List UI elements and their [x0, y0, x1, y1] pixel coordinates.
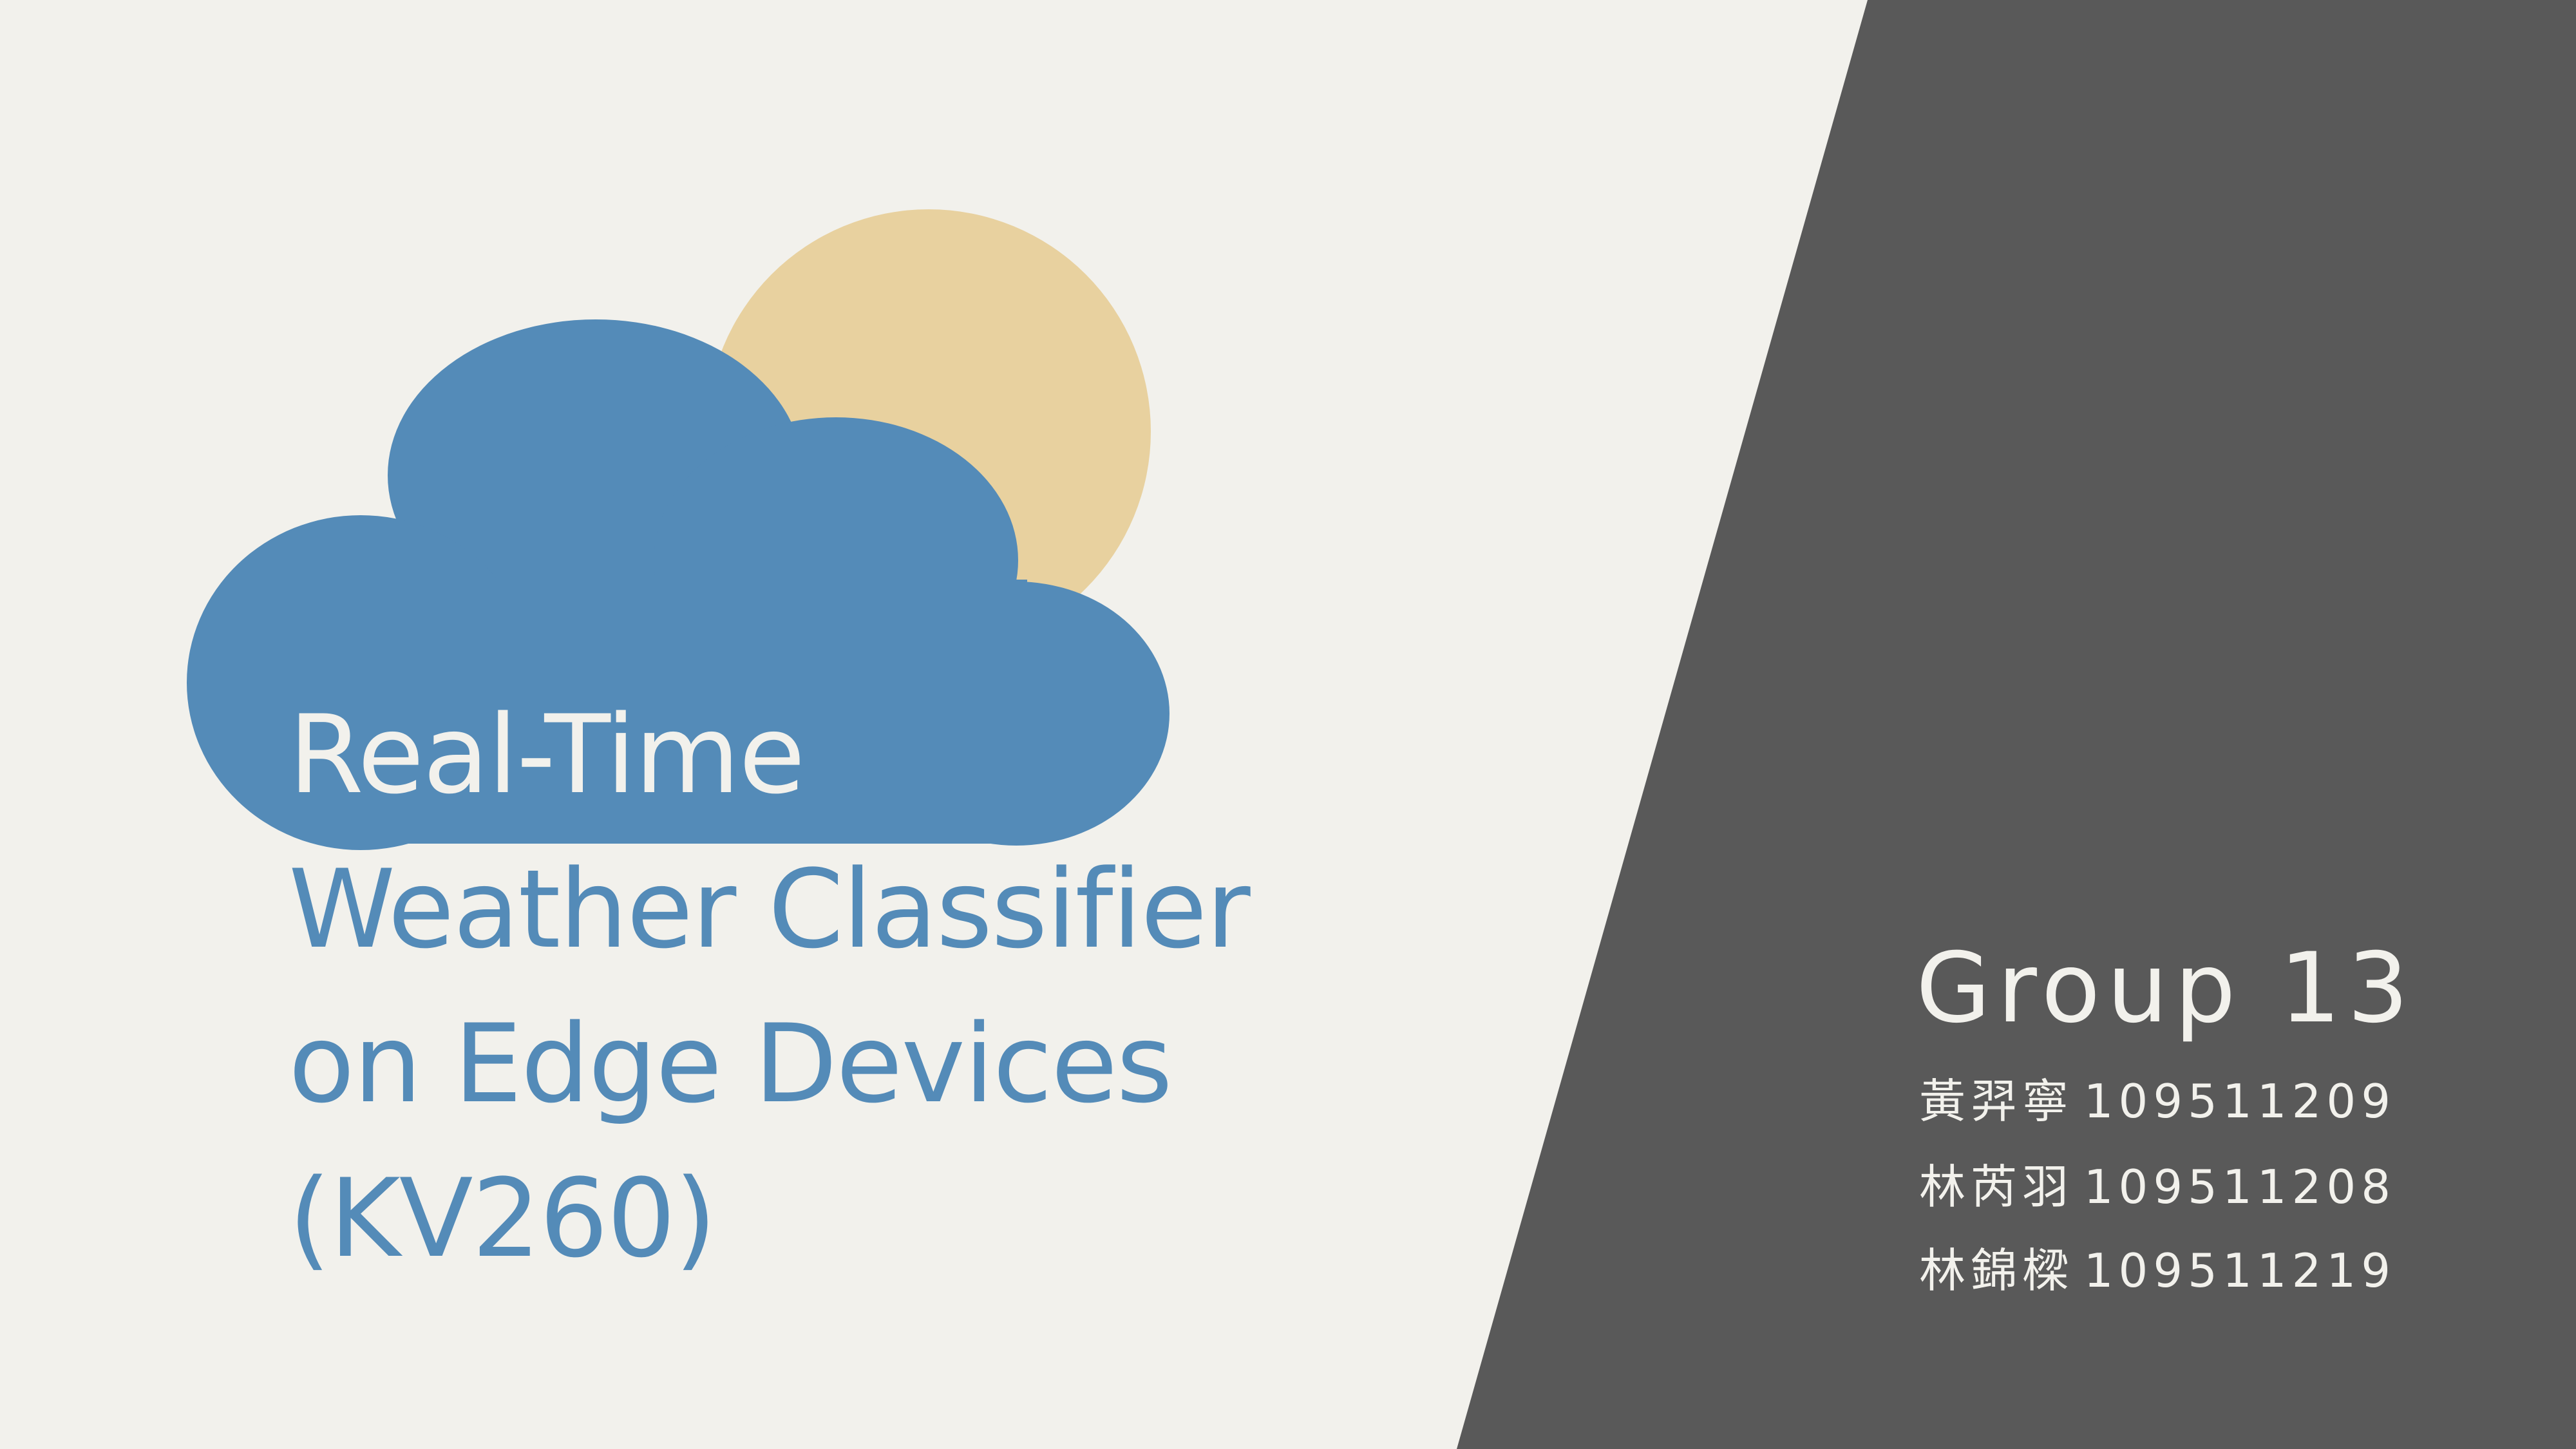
title-line-2: Weather Classifier — [289, 846, 1251, 972]
member-student-id: 109511208 — [2083, 1160, 2396, 1214]
title-line-1: Real-Time — [289, 692, 806, 818]
title-line-4: (KV260) — [289, 1155, 717, 1282]
dark-side-panel — [1457, 0, 2576, 1449]
member-student-id: 109511219 — [2083, 1244, 2396, 1298]
member-student-id: 109511209 — [2083, 1074, 2396, 1128]
member-name: 林錦樑 — [1919, 1244, 2074, 1298]
title-line-3: on Edge Devices — [289, 1001, 1173, 1127]
group-heading: Group 13 — [1916, 933, 2416, 1045]
cloud-icon — [187, 319, 1170, 850]
member-row: 林錦樑 109511219 — [1919, 1235, 2396, 1306]
member-row: 黃羿寧 109511209 — [1919, 1066, 2396, 1137]
member-name: 林芮羽 — [1919, 1160, 2074, 1214]
member-row: 林芮羽 109511208 — [1919, 1151, 2396, 1222]
member-name: 黃羿寧 — [1919, 1074, 2074, 1128]
